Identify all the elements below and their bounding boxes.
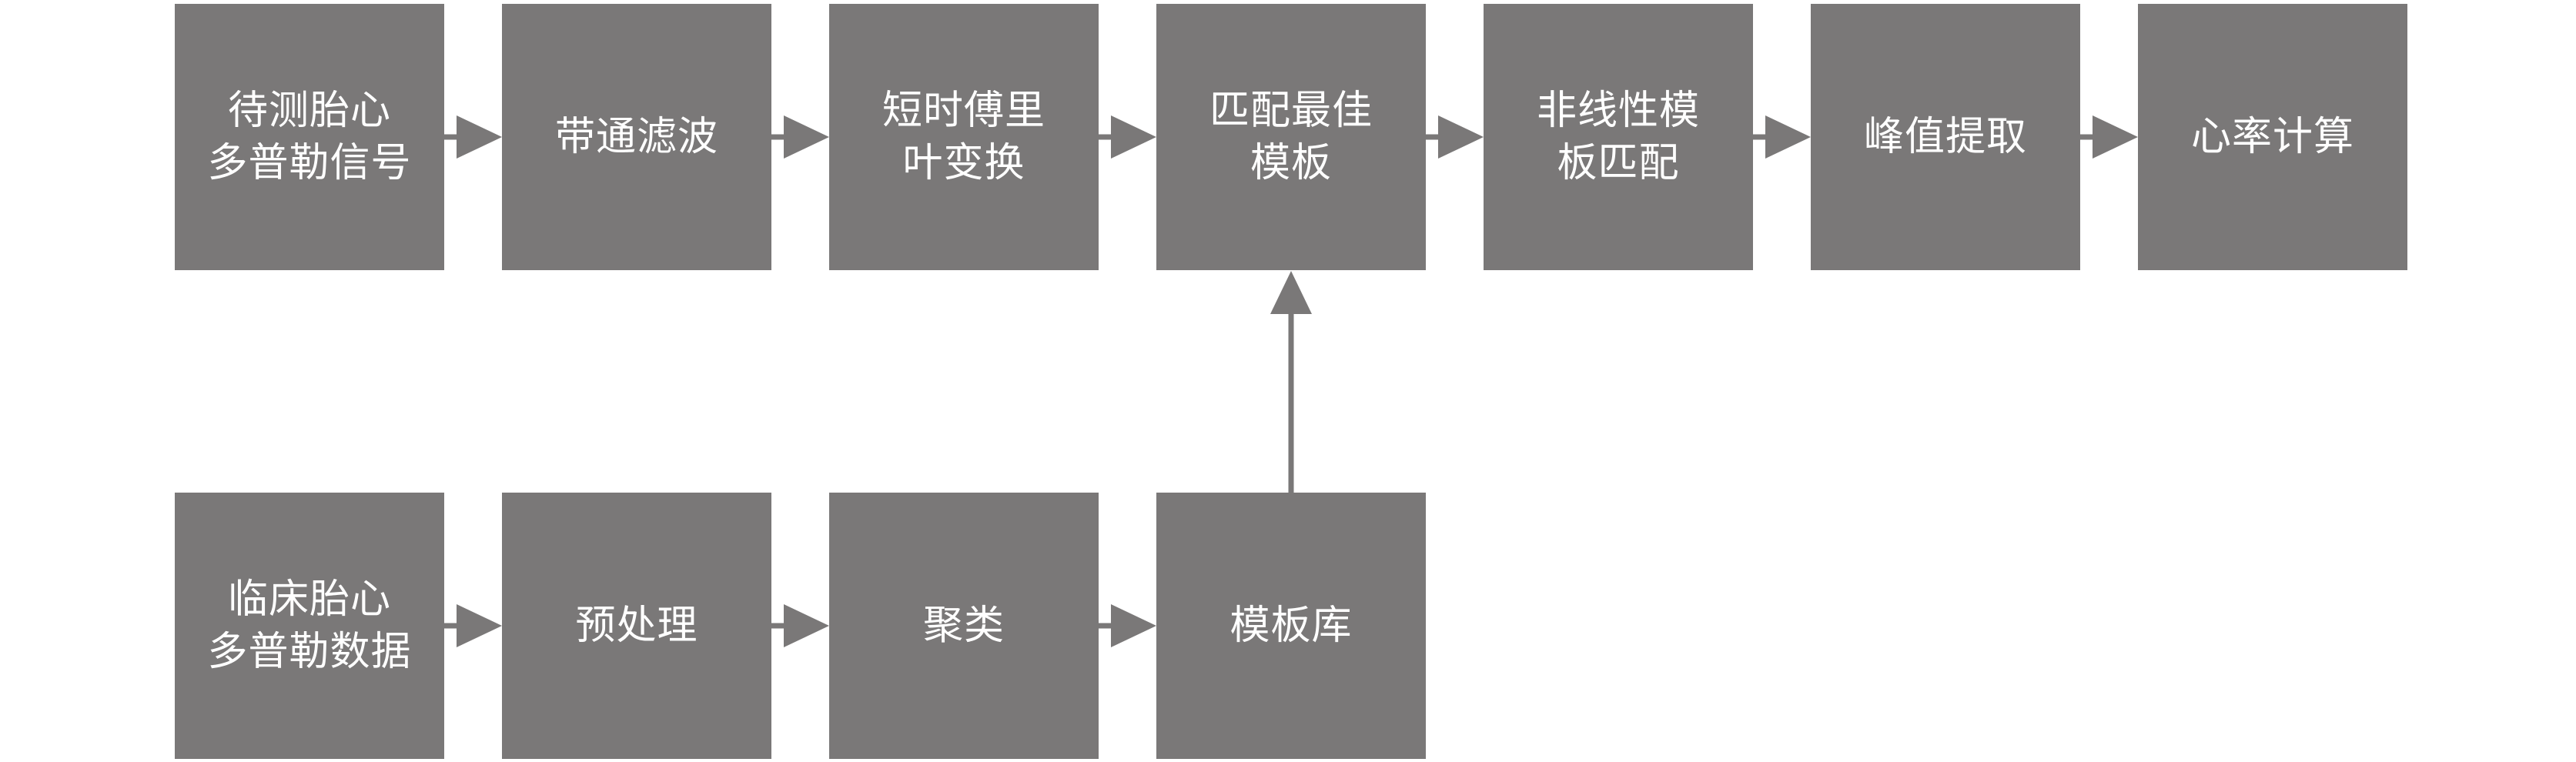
- box-label-line: 待测胎心: [227, 88, 391, 134]
- arrow-top-2: [771, 115, 829, 159]
- arrow-bottom-2: [771, 604, 829, 647]
- step-box-preprocessing: 预处理: [502, 493, 771, 759]
- box-label-line: 匹配最佳: [1209, 88, 1373, 134]
- box-label-line: 板匹配: [1557, 140, 1680, 186]
- box-label-line: 模板: [1250, 140, 1332, 186]
- step-box-bandpass-filter: 带通滤波: [502, 4, 771, 270]
- box-label-line: 心率计算: [2190, 114, 2354, 160]
- box-label-line: 峰值提取: [1863, 114, 2027, 160]
- step-box-nonlinear-template-match: 非线性模 板匹配: [1484, 4, 1753, 270]
- box-label-line: 临床胎心: [227, 577, 391, 623]
- box-label-line: 聚类: [922, 603, 1005, 649]
- step-box-stft: 短时傅里 叶变换: [829, 4, 1099, 270]
- box-label-line: 模板库: [1229, 603, 1353, 649]
- step-box-best-template-match: 匹配最佳 模板: [1156, 4, 1426, 270]
- box-label-line: 短时傅里: [882, 88, 1045, 134]
- arrow-top-3: [1099, 115, 1156, 159]
- arrow-top-6: [2080, 115, 2138, 159]
- box-label-line: 多普勒信号: [207, 140, 412, 186]
- arrow-top-5: [1753, 115, 1811, 159]
- box-label-line: 多普勒数据: [207, 629, 412, 675]
- step-box-peak-extraction: 峰值提取: [1811, 4, 2080, 270]
- arrow-vertical-library-to-match: [1270, 271, 1312, 493]
- box-label-line: 预处理: [575, 603, 698, 649]
- step-box-clinical-data: 临床胎心 多普勒数据: [175, 493, 444, 759]
- step-box-template-library: 模板库: [1156, 493, 1426, 759]
- step-box-heart-rate-calc: 心率计算: [2138, 4, 2407, 270]
- arrow-top-1: [444, 115, 502, 159]
- step-box-clustering: 聚类: [829, 493, 1099, 759]
- box-label-line: 叶变换: [902, 140, 1025, 186]
- arrow-bottom-1: [444, 604, 502, 647]
- box-label-line: 带通滤波: [554, 114, 718, 160]
- box-label-line: 非线性模: [1536, 88, 1700, 134]
- step-box-doppler-signal: 待测胎心 多普勒信号: [175, 4, 444, 270]
- arrow-bottom-3: [1099, 604, 1156, 647]
- arrow-top-4: [1426, 115, 1484, 159]
